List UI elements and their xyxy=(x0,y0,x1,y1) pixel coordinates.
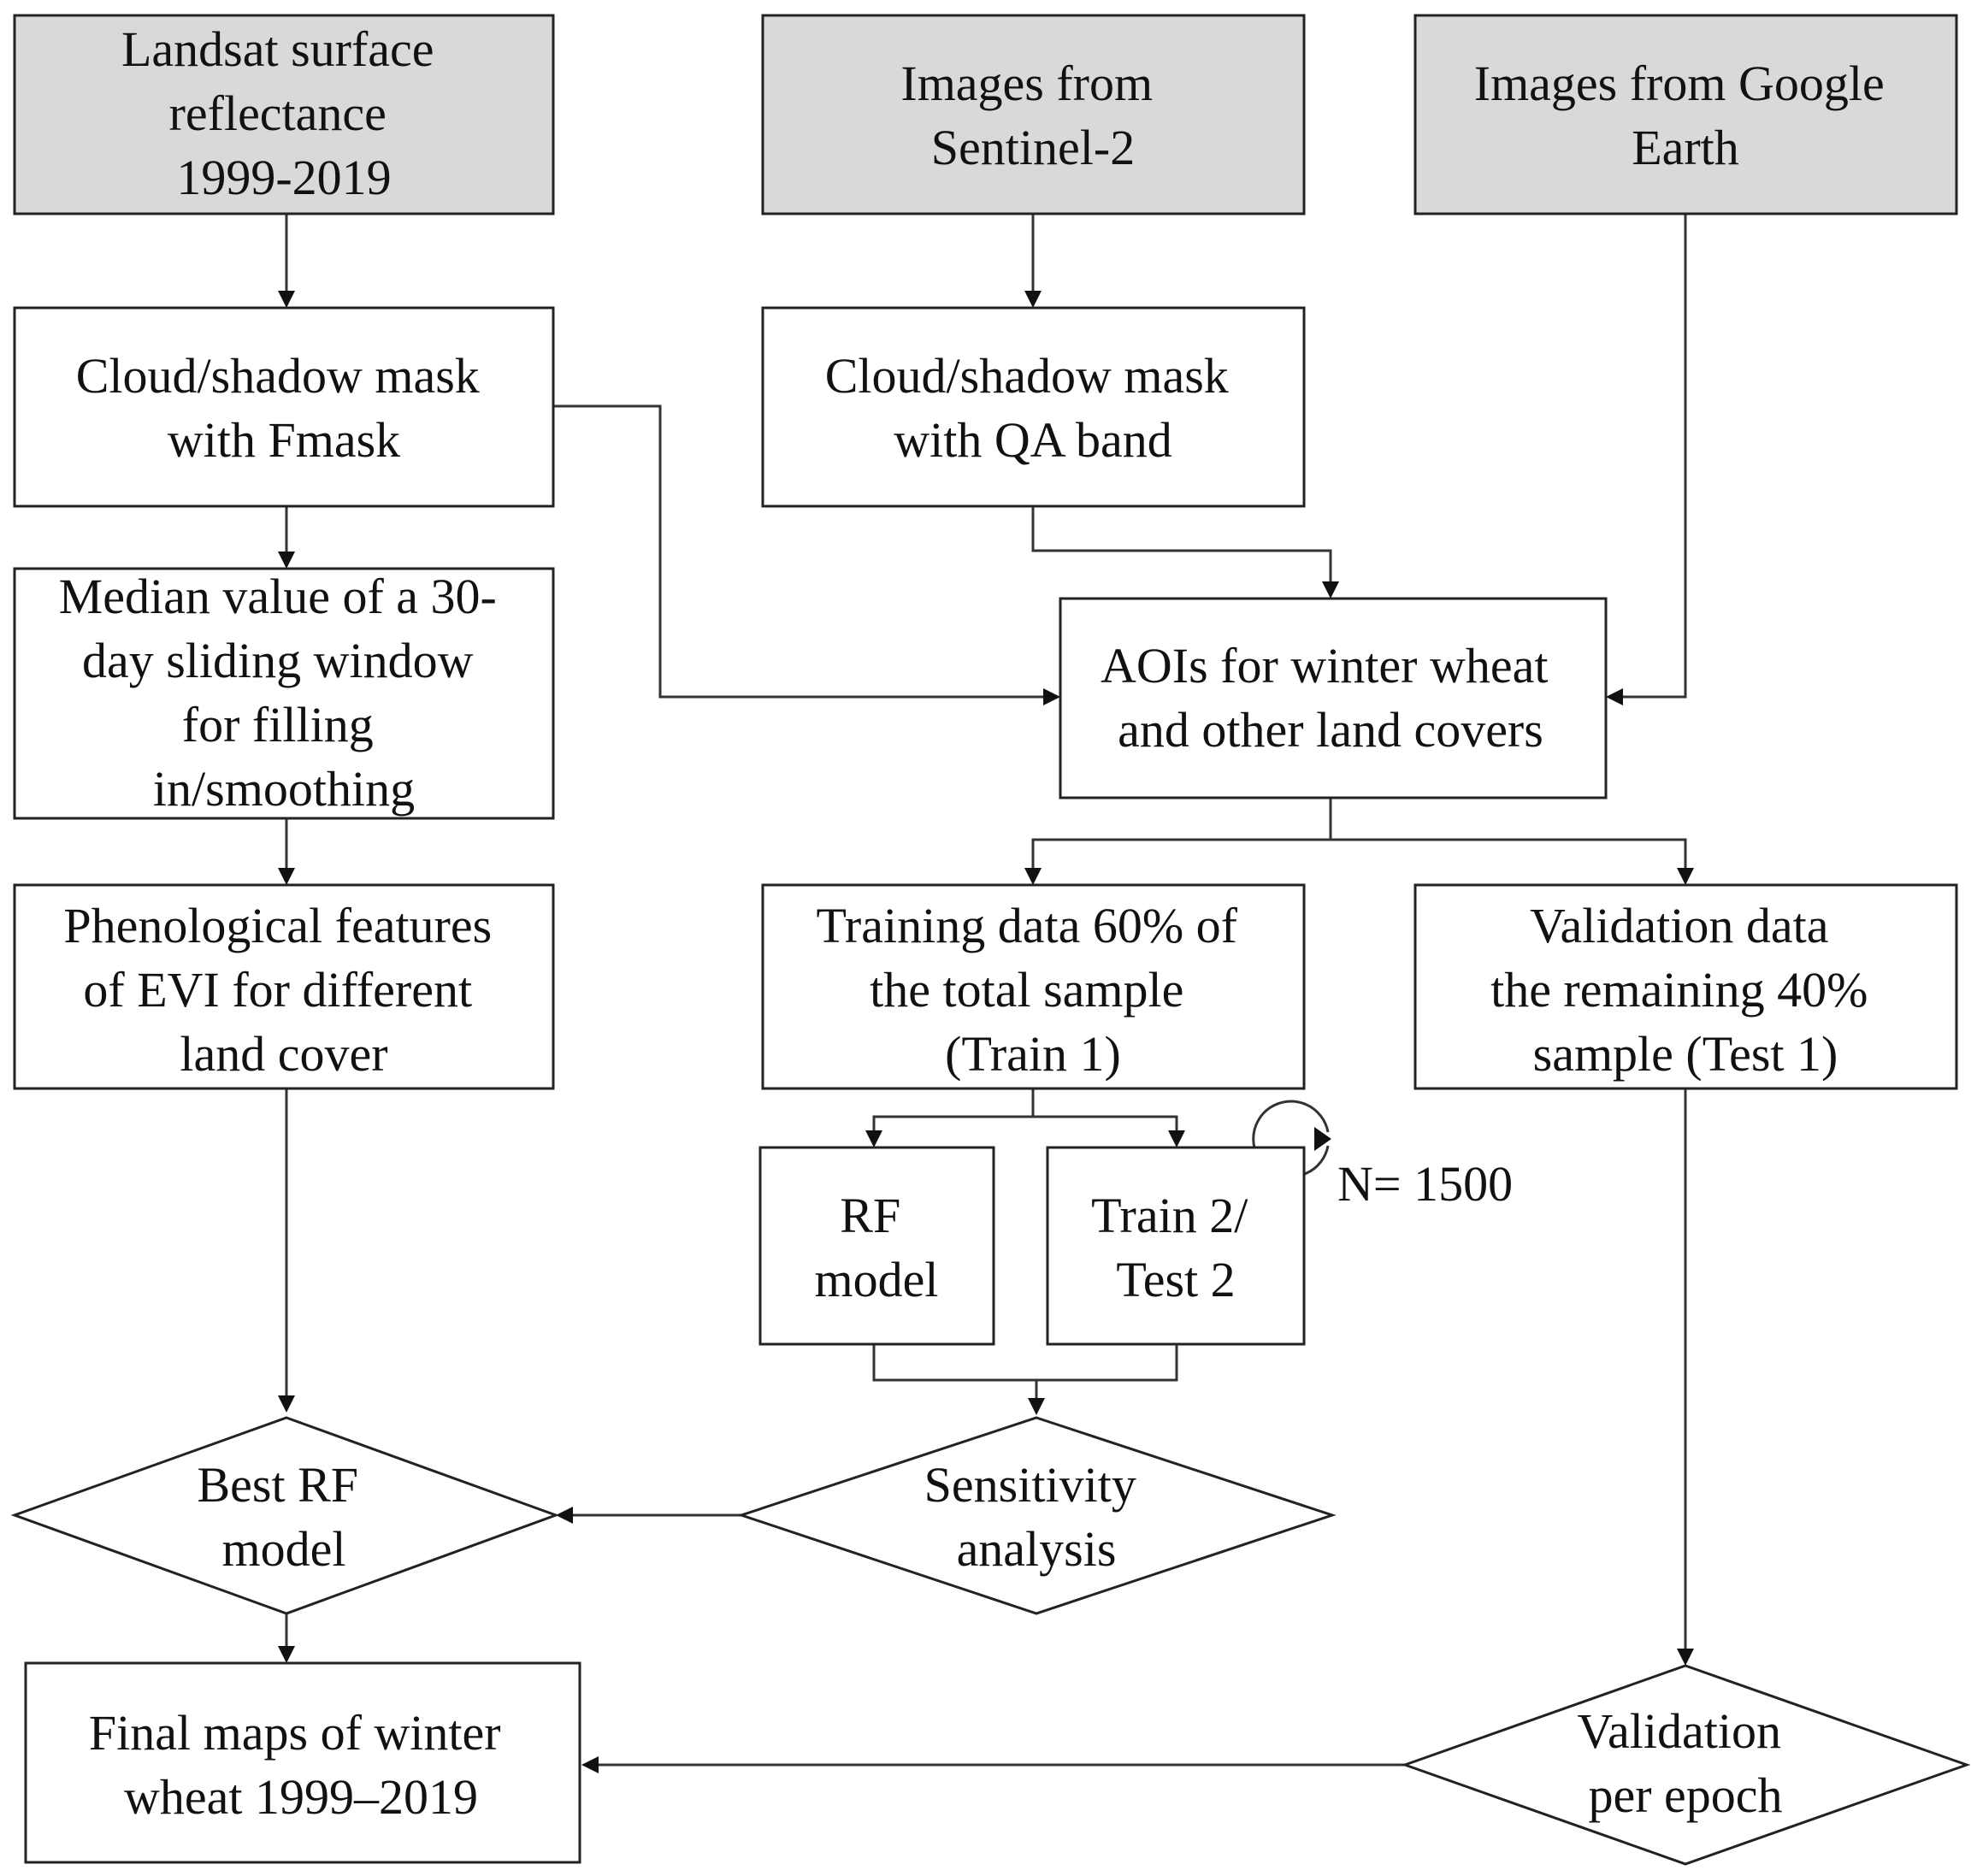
node-pheno-line-3: land cover xyxy=(180,1026,387,1082)
node-median: Median value of a 30- day sliding window… xyxy=(13,567,555,820)
arrowheads xyxy=(278,291,1694,1773)
node-sensitivity: Sensitivity analysis xyxy=(737,1416,1337,1615)
connectors xyxy=(285,214,1687,1767)
node-qa-line-1: Cloud/shadow mask xyxy=(825,348,1229,404)
node-fmask: Cloud/shadow mask with Fmask xyxy=(13,306,555,508)
node-training-line-1: Training data 60% of xyxy=(817,898,1238,953)
node-rf-text: RF model xyxy=(815,1188,939,1307)
node-training: Training data 60% of the total sample (T… xyxy=(761,883,1306,1090)
node-train2-text: Train 2/ Test 2 xyxy=(1091,1188,1260,1307)
arrowhead-aoi-right xyxy=(1606,688,1623,705)
node-sensitivity-line-2: analysis xyxy=(957,1521,1117,1577)
node-aoi-text: AOIs for winter wheat and other land cov… xyxy=(1101,638,1561,758)
node-validation-data-text: Validation data the remaining 40% sample… xyxy=(1490,898,1880,1082)
node-sentinel-line-2: Sentinel-2 xyxy=(931,120,1135,175)
node-validation-epoch-line-2: per epoch xyxy=(1588,1767,1782,1823)
node-rf-line-2: model xyxy=(815,1252,939,1307)
arrowhead-loop xyxy=(1314,1127,1331,1151)
node-training-text: Training data 60% of the total sample (T… xyxy=(817,898,1250,1082)
node-sensitivity-line-1: Sensitivity xyxy=(924,1457,1136,1513)
node-best-text: Best RF model xyxy=(197,1457,370,1577)
node-google-line-1: Images from Google xyxy=(1474,56,1885,111)
node-aoi: AOIs for winter wheat and other land cov… xyxy=(1059,597,1608,799)
node-pheno-text: Phenological features of EVI for differe… xyxy=(63,898,504,1082)
node-median-line-2: day sliding window xyxy=(82,633,474,688)
connector-qa-to-aoi xyxy=(1031,506,1332,581)
loop-arrow-curve xyxy=(1252,1100,1330,1178)
node-qa-line-2: with QA band xyxy=(894,412,1171,468)
node-qa-text: Cloud/shadow mask with QA band xyxy=(825,348,1242,468)
node-aoi-line-2: and other land covers xyxy=(1118,702,1543,758)
node-pheno: Phenological features of EVI for differe… xyxy=(13,883,555,1090)
node-validation-data-line-3: sample (Test 1) xyxy=(1533,1026,1838,1082)
arrowhead-pheno xyxy=(278,868,295,885)
connector-fmask-to-aoi xyxy=(553,404,1043,699)
node-fmask-line-1: Cloud/shadow mask xyxy=(76,348,480,404)
node-validation-data-line-1: Validation data xyxy=(1530,898,1829,953)
loop-count-label: N= 1500 xyxy=(1337,1156,1513,1212)
node-pheno-line-2: of EVI for different xyxy=(83,962,472,1018)
node-validation-epoch: Validation per epoch xyxy=(1401,1664,1971,1866)
arrowhead-aoi-top xyxy=(1322,581,1339,599)
node-sentinel: Images from Sentinel-2 xyxy=(761,14,1306,215)
node-fmask-text: Cloud/shadow mask with Fmask xyxy=(76,348,493,468)
node-validation-epoch-text: Validation per epoch xyxy=(1578,1703,1794,1823)
node-sensitivity-text: Sensitivity analysis xyxy=(924,1457,1149,1577)
connector-training-split xyxy=(872,1088,1178,1130)
arrowhead-aoi-left xyxy=(1043,688,1060,705)
arrowhead-best-right xyxy=(556,1507,573,1524)
node-training-line-3: (Train 1) xyxy=(945,1026,1121,1082)
arrowhead-final-top xyxy=(278,1646,295,1663)
node-google-text: Images from Google Earth xyxy=(1474,56,1897,175)
connector-rf-train2-to-sensitivity xyxy=(872,1344,1178,1398)
node-qa: Cloud/shadow mask with QA band xyxy=(761,306,1306,508)
node-median-line-3: for filling xyxy=(182,697,374,752)
node-train2: Train 2/ Test 2 xyxy=(1046,1146,1306,1346)
node-final-line-1: Final maps of winter xyxy=(89,1705,501,1761)
node-fmask-line-2: with Fmask xyxy=(168,412,400,468)
node-median-line-1: Median value of a 30- xyxy=(59,569,497,624)
node-rf: RF model xyxy=(758,1146,995,1346)
node-validation-epoch-line-1: Validation xyxy=(1578,1703,1781,1759)
connector-google-to-aoi xyxy=(1623,214,1687,699)
arrowhead-sensitivity xyxy=(1028,1398,1045,1415)
node-best: Best RF model xyxy=(10,1416,560,1615)
node-sentinel-line-1: Images from xyxy=(900,56,1153,111)
node-final-line-2: wheat 1999–2019 xyxy=(124,1769,478,1825)
arrowhead-epoch xyxy=(1677,1649,1694,1666)
node-validation-data: Validation data the remaining 40% sample… xyxy=(1413,883,1958,1090)
node-landsat-line-3: 1999-2019 xyxy=(176,150,391,205)
node-google: Images from Google Earth xyxy=(1413,14,1958,215)
node-landsat-line-2: reflectance xyxy=(169,86,387,141)
node-train2-line-1: Train 2/ xyxy=(1091,1188,1248,1243)
node-landsat: Landsat surface reflectance 1999-2019 xyxy=(13,14,555,215)
node-median-text: Median value of a 30- day sliding window… xyxy=(59,569,510,817)
node-landsat-line-1: Landsat surface xyxy=(121,21,434,77)
node-google-line-2: Earth xyxy=(1632,120,1739,175)
arrowhead-fmask xyxy=(278,291,295,308)
node-rf-line-1: RF xyxy=(840,1188,900,1243)
node-landsat-text: Landsat surface reflectance 1999-2019 xyxy=(121,21,446,205)
node-pheno-line-1: Phenological features xyxy=(63,898,492,953)
node-best-line-1: Best RF xyxy=(197,1457,358,1513)
arrowhead-train2 xyxy=(1168,1130,1185,1147)
connector-aoi-split xyxy=(1031,798,1687,868)
node-training-line-2: the total sample xyxy=(870,962,1183,1018)
node-sentinel-text: Images from Sentinel-2 xyxy=(900,56,1165,175)
arrowhead-median xyxy=(278,552,295,569)
node-validation-data-line-2: the remaining 40% xyxy=(1490,962,1868,1018)
node-best-line-2: model xyxy=(222,1521,346,1577)
arrowhead-validation-data xyxy=(1677,868,1694,885)
node-final: Final maps of winter wheat 1999–2019 xyxy=(24,1661,581,1864)
node-aoi-line-1: AOIs for winter wheat xyxy=(1101,638,1548,693)
arrowhead-final-right xyxy=(581,1756,599,1773)
arrowhead-rf xyxy=(865,1130,882,1147)
arrowhead-training xyxy=(1024,868,1042,885)
node-train2-line-2: Test 2 xyxy=(1116,1252,1235,1307)
node-final-text: Final maps of winter wheat 1999–2019 xyxy=(89,1705,513,1825)
arrowhead-best-top xyxy=(278,1395,295,1413)
node-median-line-4: in/smoothing xyxy=(153,761,415,817)
arrowhead-qa xyxy=(1024,291,1042,308)
